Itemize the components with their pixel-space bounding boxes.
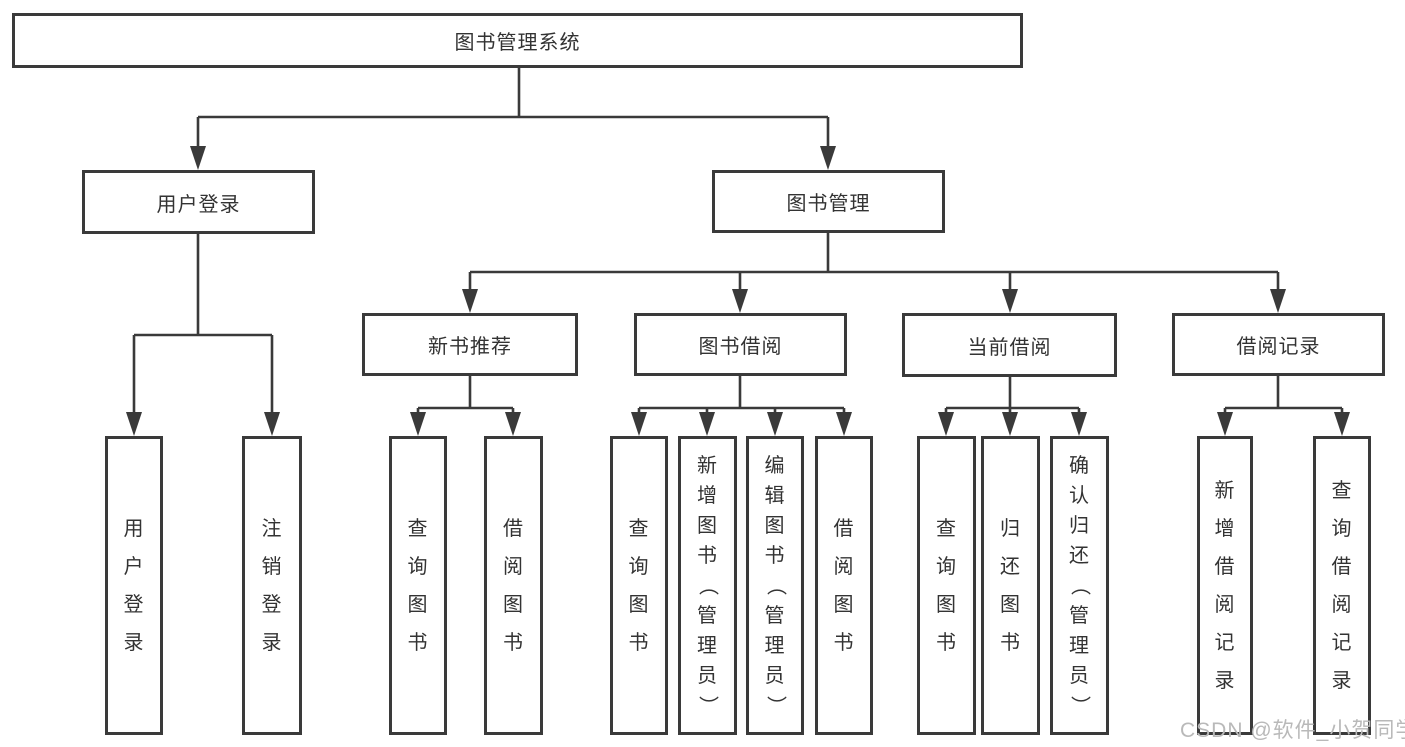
node-current-borrowing: 当前借阅 <box>902 313 1117 377</box>
node-borrowing-records: 借阅记录 <box>1172 313 1385 376</box>
leaf-add-borrow-record: 新增借阅记录 <box>1197 436 1253 735</box>
leaf-query-books-1: 查询图书 <box>389 436 447 735</box>
node-book-borrowing: 图书借阅 <box>634 313 847 376</box>
leaf-user-login: 用户登录 <box>105 436 163 735</box>
leaf-query-books-3-label: 查询图书 <box>936 517 957 654</box>
leaf-edit-book-admin: 编辑图书（管理员） <box>746 436 804 735</box>
leaf-query-borrow-record: 查询借阅记录 <box>1313 436 1371 735</box>
node-user-login: 用户登录 <box>82 170 315 234</box>
node-borrowing-records-label: 借阅记录 <box>1236 336 1321 358</box>
leaf-confirm-return-admin-label: 确认归还（管理员） <box>1068 454 1091 717</box>
leaf-query-books-1-label: 查询图书 <box>407 517 429 654</box>
leaf-query-borrow-record-label: 查询借阅记录 <box>1331 479 1353 692</box>
leaf-query-books-3: 查询图书 <box>917 436 976 735</box>
leaf-borrow-books-2-label: 借阅图书 <box>833 517 855 654</box>
leaf-return-book-label: 归还图书 <box>1000 517 1021 654</box>
node-user-login-label: 用户登录 <box>156 193 241 216</box>
leaf-borrow-books-1: 借阅图书 <box>484 436 543 735</box>
csdn-watermark: CSDN @软件_小贺同学 <box>1180 719 1405 742</box>
leaf-query-books-2: 查询图书 <box>610 436 668 735</box>
leaf-query-books-2-label: 查询图书 <box>628 517 650 654</box>
node-book-management-label: 图书管理 <box>786 193 871 215</box>
leaf-borrow-books-1-label: 借阅图书 <box>503 517 524 654</box>
node-book-management: 图书管理 <box>712 170 945 233</box>
leaf-logout: 注销登录 <box>242 436 302 735</box>
node-current-borrowing-label: 当前借阅 <box>967 336 1052 359</box>
leaf-add-book-admin-label: 新增图书（管理员） <box>696 454 719 717</box>
root-node-label: 图书管理系统 <box>454 32 581 54</box>
arrowheads <box>126 146 1350 436</box>
node-new-book-recommendation-label: 新书推荐 <box>428 336 512 358</box>
leaf-user-login-label: 用户登录 <box>123 517 145 654</box>
node-book-borrowing-label: 图书借阅 <box>698 336 783 358</box>
leaf-logout-label: 注销登录 <box>261 517 283 654</box>
leaf-add-book-admin: 新增图书（管理员） <box>678 436 737 735</box>
node-new-book-recommendation: 新书推荐 <box>362 313 578 376</box>
root-node-library-system: 图书管理系统 <box>12 13 1023 68</box>
leaf-return-book: 归还图书 <box>981 436 1040 735</box>
leaf-confirm-return-admin: 确认归还（管理员） <box>1050 436 1109 735</box>
leaf-add-borrow-record-label: 新增借阅记录 <box>1214 479 1236 692</box>
leaf-borrow-books-2: 借阅图书 <box>815 436 873 735</box>
leaf-edit-book-admin-label: 编辑图书（管理员） <box>764 454 786 717</box>
